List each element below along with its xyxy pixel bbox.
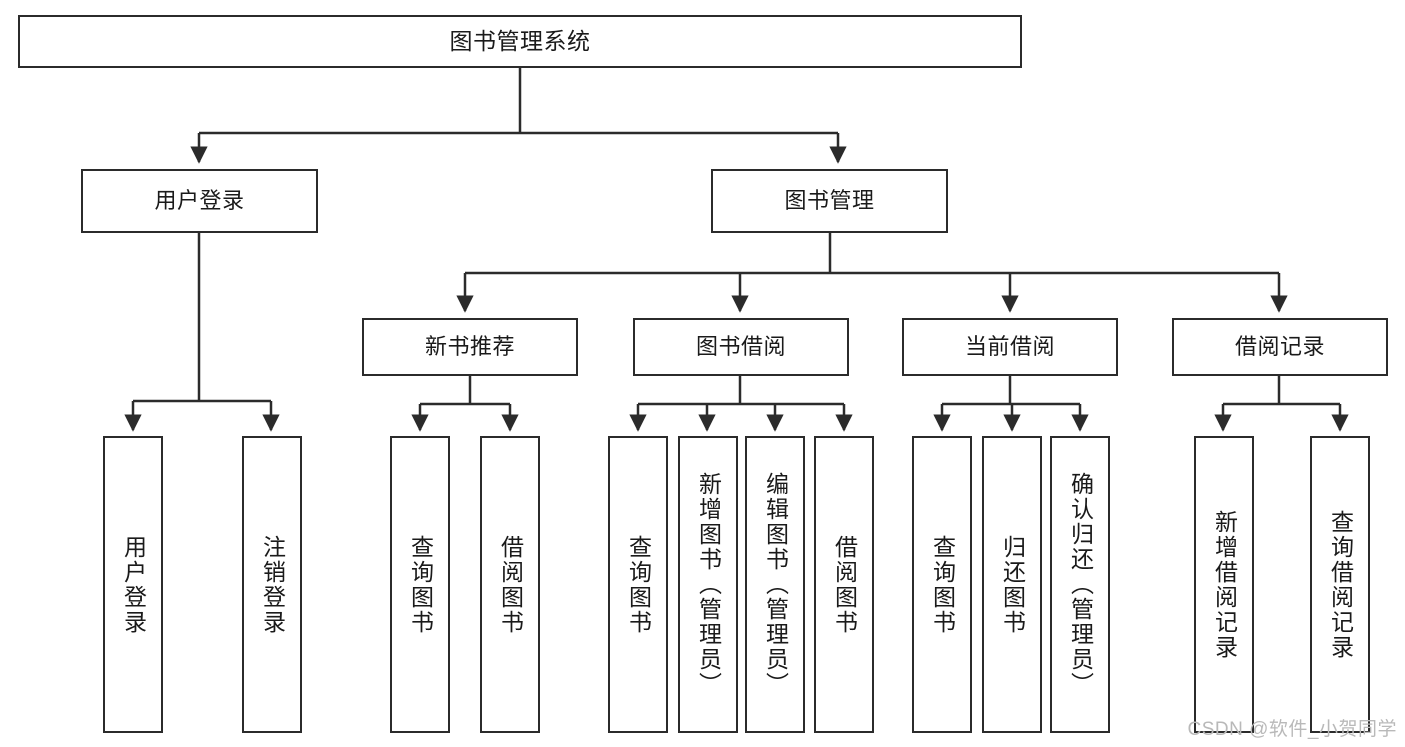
node-current-borrow-label: 当前借阅 (964, 334, 1055, 360)
node-leaf-query-book-current[interactable]: 查询图书 (912, 436, 972, 733)
node-leaf-user-login-label: 用户登录 (120, 534, 147, 635)
node-borrow-record[interactable]: 借阅记录 (1172, 318, 1388, 376)
node-leaf-borrow-book-label: 借阅图书 (831, 534, 858, 635)
node-book-manage-label: 图书管理 (784, 188, 875, 214)
watermark-text: CSDN @软件_小贺同学 (1187, 719, 1397, 740)
node-leaf-confirm-return-admin-label: 确认归还（管理员） (1067, 472, 1094, 697)
node-leaf-add-book-admin-label: 新增图书（管理员） (695, 472, 722, 697)
node-leaf-add-book-admin[interactable]: 新增图书（管理员） (678, 436, 738, 733)
node-new-book-recommend-label: 新书推荐 (424, 334, 515, 360)
node-leaf-edit-book-admin-label: 编辑图书（管理员） (762, 472, 789, 697)
node-leaf-query-book-rec-label: 查询图书 (407, 534, 434, 635)
node-leaf-return-book[interactable]: 归还图书 (982, 436, 1042, 733)
node-user-login-label: 用户登录 (154, 188, 245, 214)
node-leaf-borrow-book-rec-label: 借阅图书 (497, 534, 524, 635)
node-leaf-borrow-book-rec[interactable]: 借阅图书 (480, 436, 540, 733)
node-leaf-borrow-book[interactable]: 借阅图书 (814, 436, 874, 733)
node-leaf-query-book-current-label: 查询图书 (929, 534, 956, 635)
node-leaf-logout[interactable]: 注销登录 (242, 436, 302, 733)
node-root-label: 图书管理系统 (449, 27, 591, 54)
node-leaf-add-borrow-record[interactable]: 新增借阅记录 (1194, 436, 1254, 733)
node-leaf-add-borrow-record-label: 新增借阅记录 (1211, 509, 1238, 660)
node-current-borrow[interactable]: 当前借阅 (902, 318, 1118, 376)
node-leaf-query-book-borrow[interactable]: 查询图书 (608, 436, 668, 733)
node-leaf-logout-label: 注销登录 (259, 534, 286, 635)
node-book-borrow-label: 图书借阅 (695, 334, 786, 360)
node-book-borrow[interactable]: 图书借阅 (633, 318, 849, 376)
node-book-manage[interactable]: 图书管理 (711, 169, 948, 233)
node-new-book-recommend[interactable]: 新书推荐 (362, 318, 578, 376)
node-leaf-query-book-rec[interactable]: 查询图书 (390, 436, 450, 733)
node-leaf-query-borrow-record[interactable]: 查询借阅记录 (1310, 436, 1370, 733)
node-leaf-confirm-return-admin[interactable]: 确认归还（管理员） (1050, 436, 1110, 733)
node-leaf-return-book-label: 归还图书 (999, 534, 1026, 635)
node-leaf-query-borrow-record-label: 查询借阅记录 (1327, 509, 1354, 660)
node-leaf-user-login[interactable]: 用户登录 (103, 436, 163, 733)
node-leaf-query-book-borrow-label: 查询图书 (625, 534, 652, 635)
node-user-login[interactable]: 用户登录 (81, 169, 318, 233)
node-leaf-edit-book-admin[interactable]: 编辑图书（管理员） (745, 436, 805, 733)
node-borrow-record-label: 借阅记录 (1234, 334, 1325, 360)
node-root[interactable]: 图书管理系统 (18, 15, 1022, 68)
